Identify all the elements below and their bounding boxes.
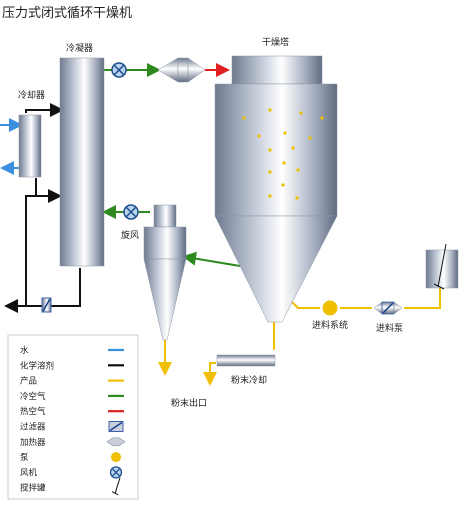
pump-icon xyxy=(111,452,121,463)
legend-item: 热空气 xyxy=(20,406,124,417)
legend-label: 搅拌罐 xyxy=(20,483,46,494)
pump-icon xyxy=(322,300,338,316)
legend-label: 产品 xyxy=(20,376,37,387)
legend-label: 泵 xyxy=(20,453,29,463)
fan-icon xyxy=(123,204,139,220)
legend-label: 冷空气 xyxy=(20,391,46,402)
feed-filter-icon xyxy=(373,301,403,315)
heater-icon xyxy=(106,437,126,447)
legend-label: 风机 xyxy=(20,467,38,478)
water-lines xyxy=(0,118,23,175)
dryer-tower xyxy=(214,55,338,323)
dryer-tower-label: 干燥塔 xyxy=(262,36,289,48)
spray-droplets xyxy=(242,108,324,200)
heater-icon xyxy=(157,57,206,83)
legend-label: 化学溶剂 xyxy=(20,360,54,371)
fan-icon xyxy=(111,62,127,78)
condenser-label: 冷凝器 xyxy=(66,42,93,54)
cooler xyxy=(18,114,42,178)
legend-item: 风机 xyxy=(20,466,123,479)
legend-label: 水 xyxy=(20,345,29,356)
fan-icon xyxy=(109,466,123,479)
legend-item: 水 xyxy=(20,345,124,356)
diagram-title: 压力式闭式循环干燥机 xyxy=(2,6,132,21)
legend-item: 加热器 xyxy=(20,437,126,448)
cyclone-label: 旋风 xyxy=(121,229,139,241)
feed-system-label: 进料系统 xyxy=(312,319,348,331)
filter-icon xyxy=(108,421,124,432)
legend-label: 过滤器 xyxy=(20,422,46,433)
solvent-lines xyxy=(4,103,81,313)
feed-pump-label: 进料泵 xyxy=(376,322,403,334)
cooler-label: 冷却器 xyxy=(18,89,45,101)
legend-item: 泵 xyxy=(20,452,121,463)
mixer-tank xyxy=(425,243,459,290)
legend-item: 冷空气 xyxy=(20,391,124,402)
powder-cooler xyxy=(216,354,276,367)
legend-label: 加热器 xyxy=(20,437,46,448)
mixer-icon xyxy=(111,477,121,496)
legend-label: 热空气 xyxy=(20,406,46,417)
condenser xyxy=(59,57,105,267)
cyclone-separator xyxy=(143,204,187,341)
legend-item: 产品 xyxy=(20,376,124,387)
legend-item: 过滤器 xyxy=(20,421,124,433)
legend-item: 搅拌罐 xyxy=(20,477,121,496)
powder-cooling-label: 粉末冷却 xyxy=(231,374,267,386)
filter-icon xyxy=(41,297,52,313)
powder-outlet-label: 粉末出口 xyxy=(171,397,207,409)
legend-item: 化学溶剂 xyxy=(20,360,124,371)
